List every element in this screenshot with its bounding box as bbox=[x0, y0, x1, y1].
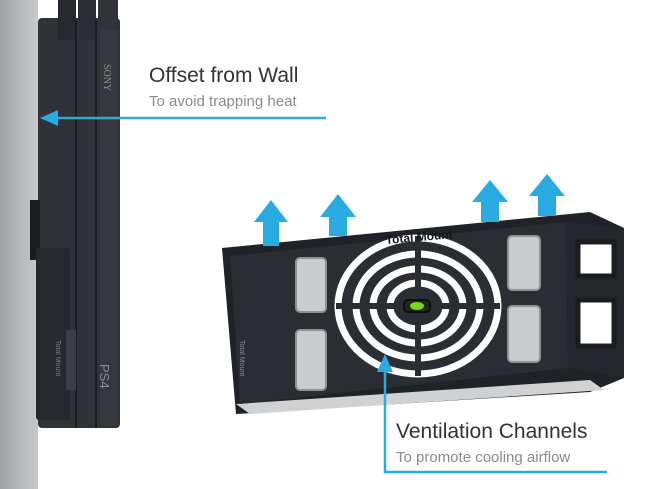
left-arrow-icon bbox=[40, 110, 58, 126]
up-arrow-icon bbox=[529, 174, 565, 216]
ventilation-callout-subtitle: To promote cooling airflow bbox=[396, 449, 571, 466]
bracket-brand-text: Total Mount bbox=[385, 227, 453, 247]
up-arrow-icon bbox=[320, 194, 356, 236]
bracket-side-text: Total Mount bbox=[238, 340, 245, 376]
bubble-level-icon bbox=[403, 299, 431, 313]
console-mount-text: Total Mount bbox=[54, 340, 61, 376]
ventilation-pointer bbox=[377, 354, 607, 474]
console-model-text: PS4 bbox=[97, 364, 112, 389]
console-brand-text: SONY bbox=[101, 64, 112, 91]
offset-callout-subtitle: To avoid trapping heat bbox=[149, 93, 297, 110]
offset-pointer bbox=[40, 110, 326, 126]
airflow-arrows bbox=[254, 174, 565, 246]
up-arrow-icon bbox=[472, 180, 508, 222]
offset-callout-title: Offset from Wall bbox=[149, 64, 299, 87]
up-arrow-icon bbox=[254, 200, 288, 246]
ps4-console: SONY PS4 Total Mount bbox=[30, 0, 120, 428]
wall-bracket: Total Mount Total Mount bbox=[222, 212, 624, 414]
up-arrow-icon bbox=[377, 354, 393, 372]
ventilation-callout-title: Ventilation Channels bbox=[396, 420, 588, 443]
